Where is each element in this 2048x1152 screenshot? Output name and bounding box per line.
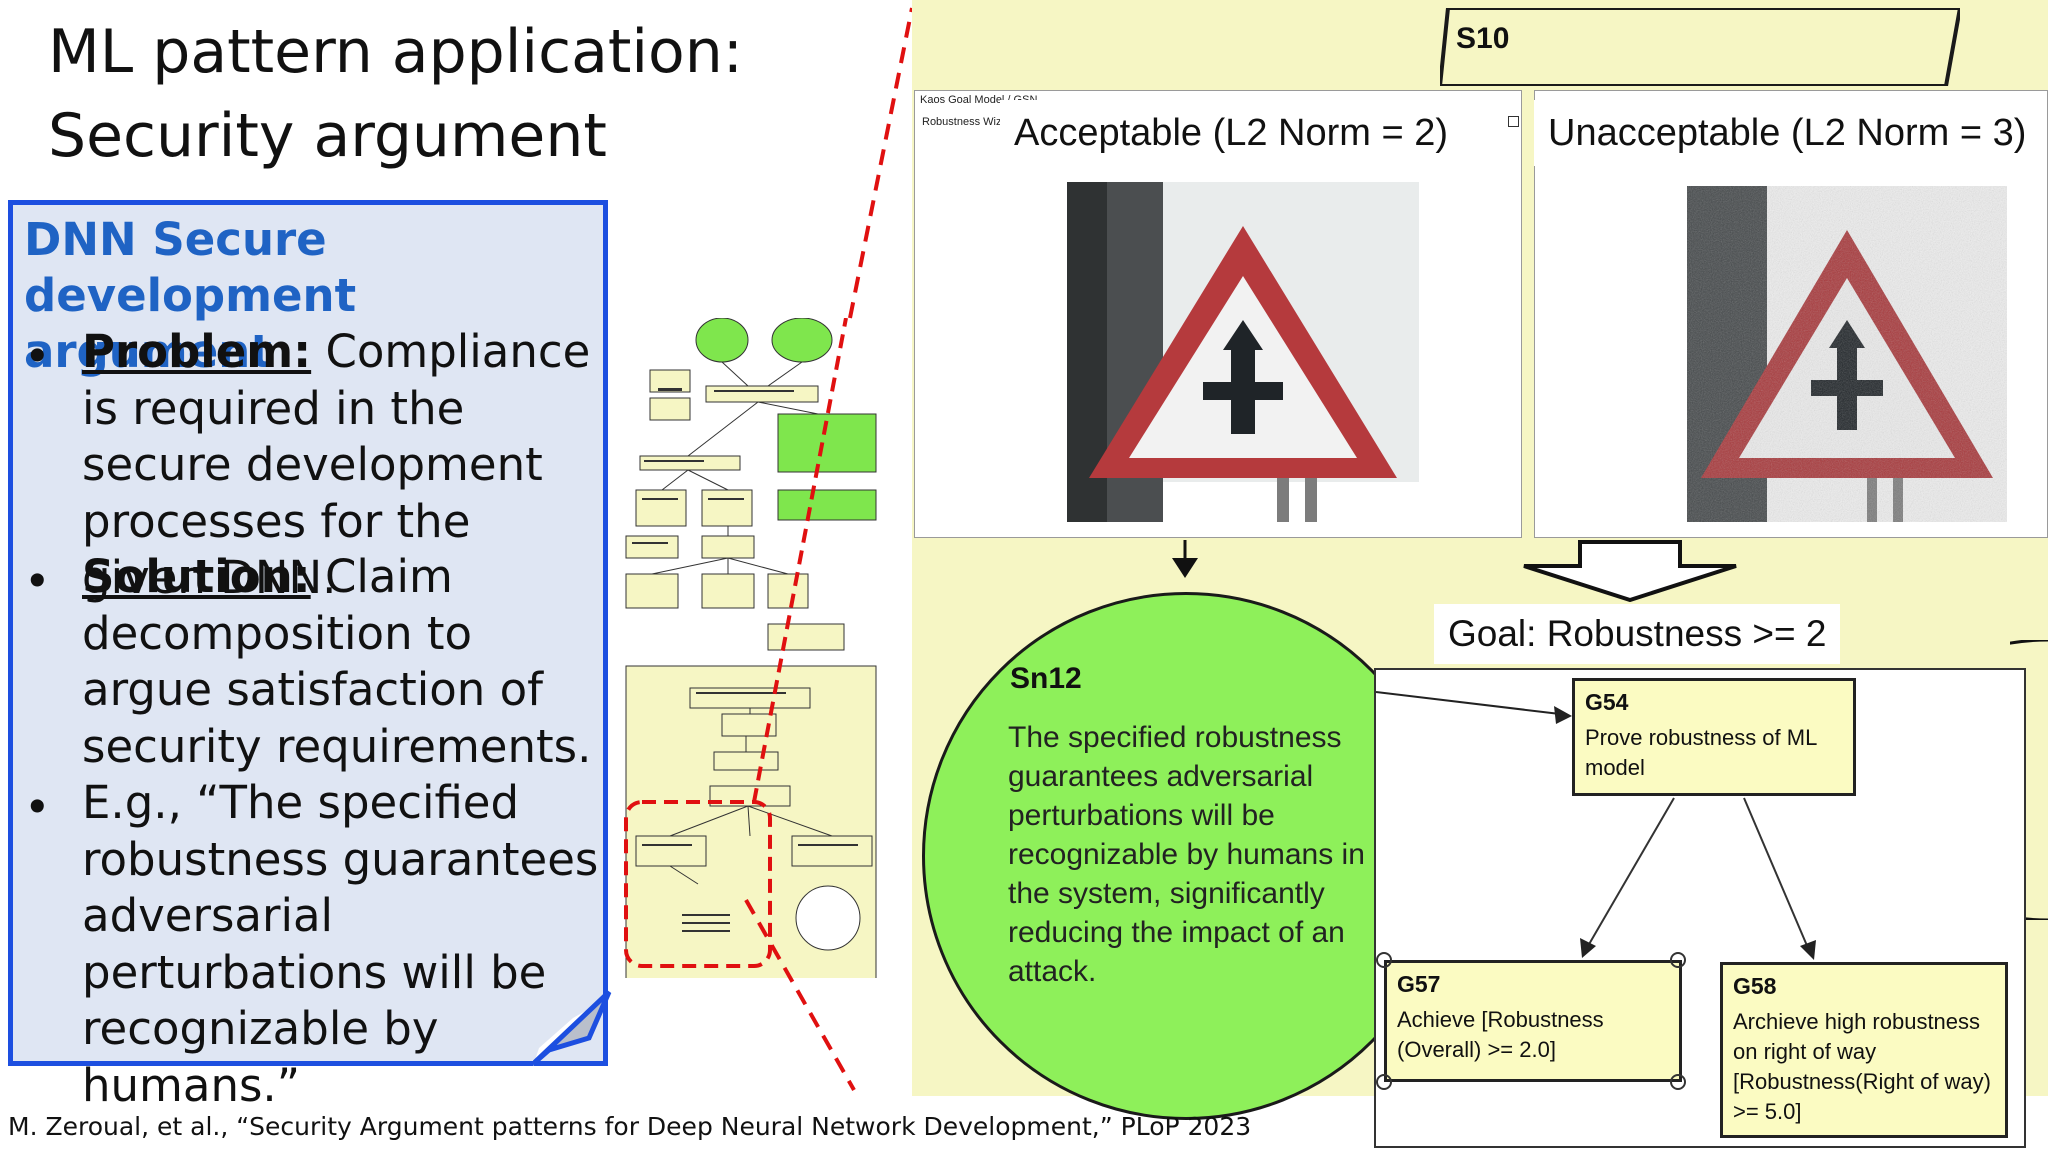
bullet-glyph: •	[24, 555, 51, 608]
problem-label: Problem:	[82, 325, 312, 378]
sn12-solution-node[interactable]	[922, 592, 1450, 1120]
hollow-down-arrow-icon	[1523, 540, 1737, 602]
priority-road-sign-image	[1203, 320, 1283, 434]
solution-text: Claim decomposition to argue satisfactio…	[82, 550, 592, 773]
slide-title-line2: Security argument	[48, 101, 607, 171]
problem-text: Compliance is required in the secure dev…	[82, 325, 591, 604]
bullet-problem: Problem: Compliance is required in the s…	[82, 324, 602, 607]
gsn-edges	[1375, 691, 1816, 960]
g54-goal-node[interactable]: G54 Prove robustness of ML model	[1572, 678, 1856, 796]
warning-sign-unacceptable-image	[1687, 186, 2007, 522]
s10-label: S10	[1456, 22, 1510, 55]
goal-caption: Goal: Robustness >= 2	[1434, 604, 1841, 664]
acceptable-caption: Acceptable (L2 Norm = 2)	[1000, 100, 1463, 166]
bullet-glyph: •	[24, 330, 51, 383]
citation: M. Zeroual, et al., “Security Argument p…	[8, 1112, 1252, 1141]
g57-goal-node[interactable]: G57 Achieve [Robustness (Overall) >= 2.0…	[1384, 960, 1682, 1082]
slide-title: ML pattern application: Security argumen…	[48, 10, 848, 178]
g58-text: Archieve high robustness on right of way…	[1733, 1009, 1991, 1124]
slide-title-line1: ML pattern application:	[48, 17, 743, 87]
zoom-connector-lines	[744, 7, 914, 1091]
callout-heading: DNN Secure development argument	[24, 213, 357, 378]
bullet-example: E.g., “The specified robustness guarante…	[82, 776, 599, 1112]
solution-label: Solution:	[82, 550, 311, 603]
g57-id: G57	[1397, 971, 1441, 997]
bullet-glyph: •	[24, 781, 51, 834]
g54-id: G54	[1585, 689, 1629, 715]
g57-resize-handles[interactable]	[1376, 952, 1692, 1092]
sn12-id: Sn12	[1010, 662, 1082, 695]
g57-text: Achieve [Robustness (Overall) >= 2.0]	[1397, 1007, 1604, 1062]
down-arrow-icon	[1172, 540, 1198, 578]
s10-strategy-node	[1440, 8, 1960, 86]
g58-id: G58	[1733, 973, 1777, 999]
sn12-text: The specified robustness guarantees adve…	[1008, 721, 1365, 988]
gsn-thumbnail-diagram	[624, 318, 877, 978]
g58-goal-node[interactable]: G58 Archieve high robustness on right of…	[1720, 962, 2008, 1138]
wizard-tab[interactable]: Robustness Wiza	[922, 116, 1008, 128]
warning-sign-acceptable-image	[1067, 182, 1419, 522]
unacceptable-caption: Unacceptable (L2 Norm = 3)	[1534, 100, 2041, 166]
g54-text: Prove robustness of ML model	[1585, 725, 1817, 780]
callout-fold-corner	[533, 988, 612, 1066]
bullet-solution: Solution: Claim decomposition to argue s…	[82, 549, 602, 775]
argument-callout	[8, 200, 608, 1066]
window-maximize-icon[interactable]	[1508, 116, 1519, 127]
